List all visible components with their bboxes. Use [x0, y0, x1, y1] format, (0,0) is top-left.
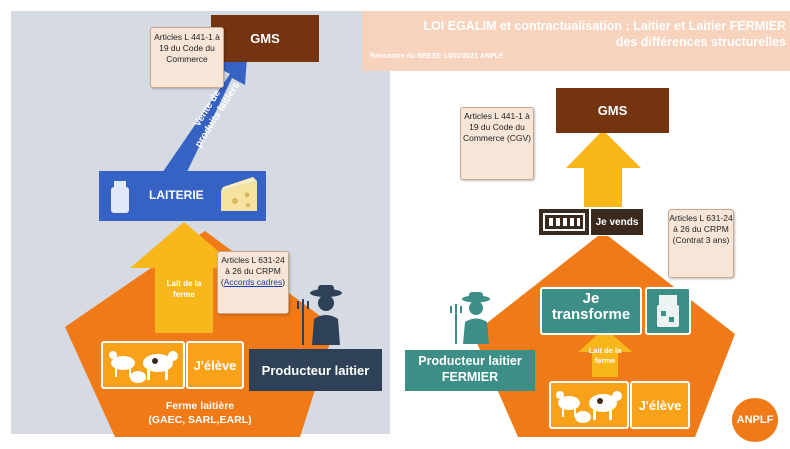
ferme-laitiere-label: Ferme laitière (GAEC, SARL,EARL) — [135, 399, 265, 427]
right-je-eleve-label: J'élève — [638, 397, 682, 413]
left-je-eleve-box: J'élève — [186, 341, 244, 389]
vends-up-arrow — [566, 130, 641, 207]
accords-cadres-link[interactable]: Accords cadres — [223, 277, 283, 287]
je-transforme-box: Je transforme — [540, 287, 642, 335]
laiterie-box: LAITERIE — [99, 171, 266, 221]
right-producteur-box: Producteur laitier FERMIER — [405, 350, 535, 391]
header-title-line2: des différences structurelles — [615, 35, 786, 49]
header-bar — [362, 11, 790, 71]
left-articles-commerce-text: Articles L 441-1 à 19 du Code du Commerc… — [154, 32, 220, 64]
right-lait-label: Lait de la ferme — [588, 346, 622, 365]
cow-goat-sheep-icon — [109, 351, 178, 383]
left-producteur-label: Producteur laitier — [261, 362, 370, 378]
anplf-logo: ANPLF — [732, 398, 778, 442]
cash-register-icon — [543, 213, 585, 231]
left-gms-box: GMS — [211, 15, 319, 62]
right-articles-crpm-note: Articles L 631-24 à 26 du CRPM (Contrat … — [668, 209, 734, 278]
ferme-laitiere-line1: Ferme laitière — [165, 400, 235, 412]
yogurt-box — [645, 287, 691, 335]
je-transforme-line1: Je — [582, 290, 600, 307]
right-je-eleve-box: J'élève — [630, 381, 690, 429]
left-articles-crpm-note: Articles L 631-24 à 26 du CRPM (Accords … — [217, 251, 289, 314]
right-articles-commerce-text: Articles L 441-1 à 19 du Code du Commerc… — [462, 111, 531, 143]
farmer-fermier-icon — [450, 292, 490, 344]
je-transforme-line2: transforme — [551, 306, 631, 323]
left-lait-label: Lait de la ferme — [166, 279, 202, 299]
ferme-laitiere-line2: (GAEC, SARL,EARL) — [148, 414, 252, 426]
lait-up-arrow — [130, 222, 238, 333]
cow-goat-sheep-right-icon — [556, 391, 622, 423]
header-title-line1: LOI EGALIM et contractualisation : Laiti… — [423, 19, 786, 33]
left-je-eleve-label: J'élève — [193, 357, 237, 373]
left-articles-crpm-suffix: ) — [282, 277, 286, 287]
left-articles-crpm-prefix: Articles L 631-24 à 26 du CRPM ( — [220, 255, 285, 287]
header-subtitle: Rencontre du BRESE 14/01/2021 ANPLF — [370, 53, 504, 60]
left-producteur-box: Producteur laitier — [249, 349, 382, 391]
yogurt-icon — [657, 295, 679, 327]
anplf-logo-text: ANPLF — [736, 414, 774, 426]
right-animals-box — [549, 381, 629, 429]
je-vends-box: Je vends — [590, 208, 644, 236]
right-producteur-line1: Producteur laitier — [418, 354, 522, 368]
right-gms-label: GMS — [597, 103, 628, 118]
laiterie-label: LAITERIE — [149, 188, 204, 202]
cheese-icon — [221, 177, 257, 211]
milk-can-icon — [111, 181, 129, 213]
right-producteur-line2: FERMIER — [441, 370, 499, 384]
farmer-icon — [297, 285, 342, 345]
je-vends-label: Je vends — [595, 216, 639, 228]
left-articles-commerce-note: Articles L 441-1 à 19 du Code du Commerc… — [150, 27, 224, 88]
lait-small-arrow — [578, 328, 632, 377]
left-gms-label: GMS — [250, 31, 280, 46]
right-articles-commerce-note: Articles L 441-1 à 19 du Code du Commerc… — [460, 107, 534, 180]
left-animals-box — [101, 341, 185, 389]
header-title: LOI EGALIM et contractualisation : Laiti… — [370, 18, 786, 50]
right-articles-crpm-text: Articles L 631-24 à 26 du CRPM (Contrat … — [669, 213, 733, 245]
right-gms-box: GMS — [556, 88, 669, 133]
cash-register-box — [538, 208, 590, 236]
